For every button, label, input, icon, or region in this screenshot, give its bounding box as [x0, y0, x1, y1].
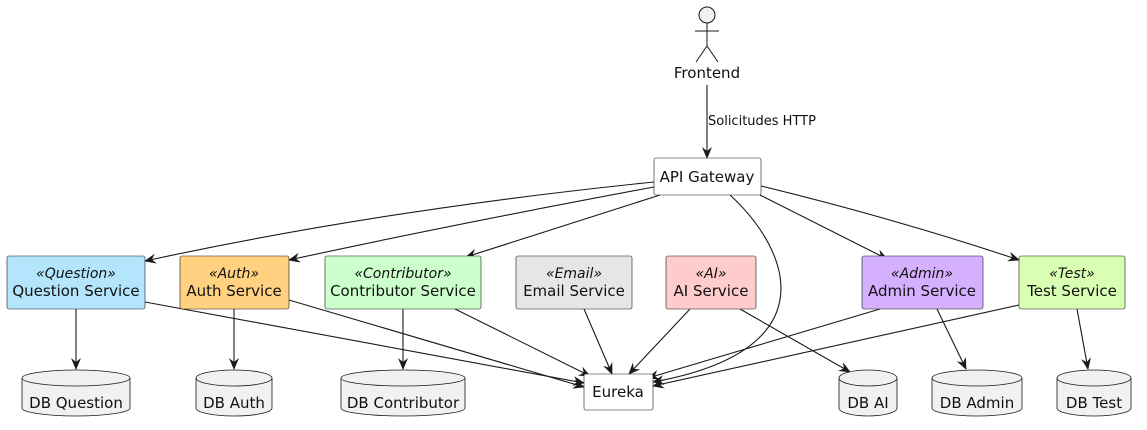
edge-ai-service-to-db [739, 308, 851, 373]
test-service-label: Test Service [1026, 282, 1117, 300]
question-service-node: «Question» Question Service [6, 255, 146, 310]
edge-gateway-to-test-service [760, 185, 1020, 262]
edge-gateway-to-auth-service [288, 186, 655, 263]
edge-auth-service-to-eureka [288, 299, 585, 389]
eureka-node: Eureka [583, 373, 654, 411]
database-icon [340, 369, 466, 417]
database-icon [931, 369, 1023, 417]
question-service-stereotype: «Question» [36, 266, 116, 282]
edge-contributor-service-to-eureka [454, 308, 591, 377]
edge-gateway-to-eureka [652, 194, 782, 385]
contributor-service-node: «Contributor» Contributor Service [324, 255, 482, 310]
actor-label: Frontend [674, 64, 740, 82]
edge-gateway-to-question-service [144, 181, 655, 264]
contributor-service-label: Contributor Service [330, 282, 476, 300]
actor-frontend: Frontend [674, 6, 740, 82]
edge-question-service-to-eureka [144, 301, 585, 386]
ai-service-label: AI Service [674, 282, 749, 300]
api-gateway-label: API Gateway [660, 168, 755, 186]
db-admin-label: DB Admin [940, 394, 1014, 412]
db-question-label: DB Question [29, 394, 123, 412]
test-service-node: «Test» Test Service [1018, 255, 1126, 310]
ai-service-stereotype: «AI» [696, 266, 727, 282]
edge-test-service-to-db [1076, 308, 1091, 370]
db-question: DB Question [21, 369, 131, 417]
db-ai: DB AI [838, 369, 898, 417]
admin-service-node: «Admin» Admin Service [861, 255, 984, 310]
db-auth-label: DB Auth [203, 394, 265, 412]
db-contributor-label: DB Contributor [347, 394, 460, 412]
auth-service-stereotype: «Auth» [209, 266, 259, 282]
email-service-stereotype: «Email» [546, 266, 602, 282]
admin-service-label: Admin Service [868, 282, 976, 300]
db-ai-label: DB AI [847, 394, 888, 412]
db-test-label: DB Test [1066, 394, 1122, 412]
contributor-service-stereotype: «Contributor» [354, 266, 451, 282]
database-icon [21, 369, 131, 417]
database-icon [838, 369, 898, 417]
database-icon [1056, 369, 1132, 417]
admin-service-stereotype: «Admin» [891, 266, 953, 282]
edge-admin-service-to-eureka [647, 308, 881, 380]
database-icon [195, 369, 273, 417]
test-service-stereotype: «Test» [1049, 266, 1095, 282]
edges [71, 85, 1091, 389]
email-service-node: «Email» Email Service [515, 255, 633, 310]
eureka-label: Eureka [592, 383, 644, 401]
stick-figure-icon [695, 6, 719, 63]
edge-test-service-to-eureka [652, 304, 1020, 389]
db-auth: DB Auth [195, 369, 273, 417]
auth-service-node: «Auth» Auth Service [179, 255, 290, 310]
edge-admin-service-to-db [936, 308, 967, 370]
edge-gateway-to-admin-service [759, 194, 888, 260]
db-test: DB Test [1056, 369, 1132, 417]
edge-label-solicitudes-http: Solicitudes HTTP [708, 114, 816, 129]
db-admin: DB Admin [931, 369, 1023, 417]
auth-service-label: Auth Service [186, 282, 281, 300]
edge-ai-service-to-eureka [628, 308, 691, 375]
db-contributor: DB Contributor [340, 369, 466, 417]
question-service-label: Question Service [12, 282, 139, 300]
ai-service-node: «AI» AI Service [665, 255, 757, 310]
edge-gateway-to-contributor-service [465, 194, 661, 259]
email-service-label: Email Service [523, 282, 625, 300]
edge-email-service-to-eureka [583, 308, 613, 375]
api-gateway-node: API Gateway [653, 157, 762, 196]
